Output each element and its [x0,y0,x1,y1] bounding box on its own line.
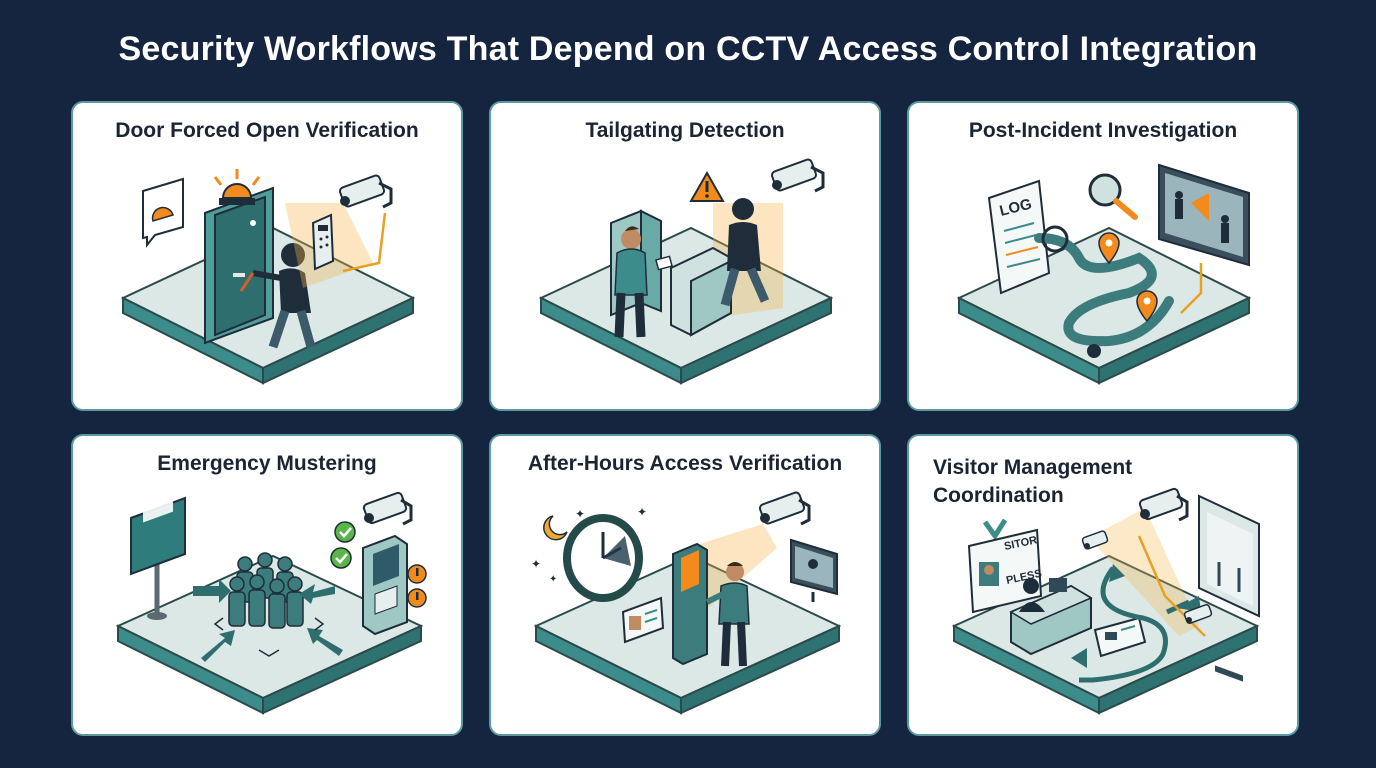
card-title-line1: Visitor Management [933,456,1133,479]
card-title: Door Forced Open Verification [115,119,419,142]
card-title: Visitor Management Coordination [933,454,1132,510]
cctv-camera-icon [758,491,811,526]
person-icon [614,226,673,338]
visitor-badge-icon: SITOR PLESS [967,518,1043,614]
card-post-incident-investigation: LOG [907,101,1299,411]
card-title: Emergency Mustering [157,452,377,475]
svg-text:✦: ✦ [575,507,585,521]
card-title: After-Hours Access Verification [527,452,843,475]
assembly-point-sign-icon [130,481,186,620]
card-title-line2: Coordination [933,484,1064,507]
cctv-camera-icon [1183,604,1213,624]
tailgater-icon [720,198,770,307]
id-card-icon [621,596,665,644]
keypad-icon [311,213,335,271]
clock-icon [563,514,643,602]
alarm-notification-icon [142,177,184,248]
tailgating-illustration [538,158,834,385]
mustering-illustration [115,481,427,715]
warning-icon [689,170,725,202]
svg-text:✦: ✦ [549,574,557,585]
map-pin-icon [1098,232,1120,265]
map-pin-icon [1136,290,1158,323]
page-title: Security Workflows That Depend on CCTV A… [118,30,1258,68]
investigation-illustration: LOG [956,163,1252,385]
svg-text:✦: ✦ [637,505,647,519]
moon-icon [543,515,568,541]
door-forced-open-illustration [120,169,416,385]
card-after-hours-access: ✦ ✦ ✦ ✦ [489,434,881,736]
star-icon: ✦ ✦ ✦ ✦ [531,505,647,585]
video-monitor-icon [1158,163,1250,267]
log-document-icon: LOG [987,179,1051,295]
card-title: Tailgating Detection [585,119,785,142]
card-door-forced-open: Door Forced Open Verification [71,101,463,411]
alert-icon [407,564,427,584]
visitor-management-illustration: SITOR PLESS [951,487,1260,715]
check-icon [334,521,356,543]
flow-arrow-icon [1079,566,1168,683]
access-terminal-icon [672,542,708,666]
cctv-camera-icon [770,158,825,193]
cctv-camera-icon [362,491,413,526]
alert-icon [407,588,427,608]
card-visitor-management: SITOR PLESS [907,434,1299,736]
after-hours-illustration: ✦ ✦ ✦ ✦ [531,491,842,715]
card-tailgating-detection: Tailgating Detection [489,101,881,411]
intruder-icon [239,243,316,349]
svg-text:✦: ✦ [531,557,541,571]
crowd-icon [228,552,304,629]
card-title: Post-Incident Investigation [968,119,1238,142]
magnifier-icon [1088,173,1138,220]
cctv-camera-icon [1081,530,1109,550]
document-icon [1093,616,1147,658]
person-icon [705,562,750,667]
monitor-icon [790,538,838,602]
check-icon [330,547,352,569]
room-icon [1198,494,1260,682]
reception-desk-icon [1009,578,1093,656]
cctv-camera-icon [1138,487,1189,522]
alarm-light-icon [213,169,261,205]
cctv-camera-icon [338,174,393,209]
card-emergency-mustering: Emergency Mustering [71,434,463,736]
kiosk-icon [362,534,408,636]
door-icon [204,186,274,345]
converging-arrow-icon [193,579,343,662]
